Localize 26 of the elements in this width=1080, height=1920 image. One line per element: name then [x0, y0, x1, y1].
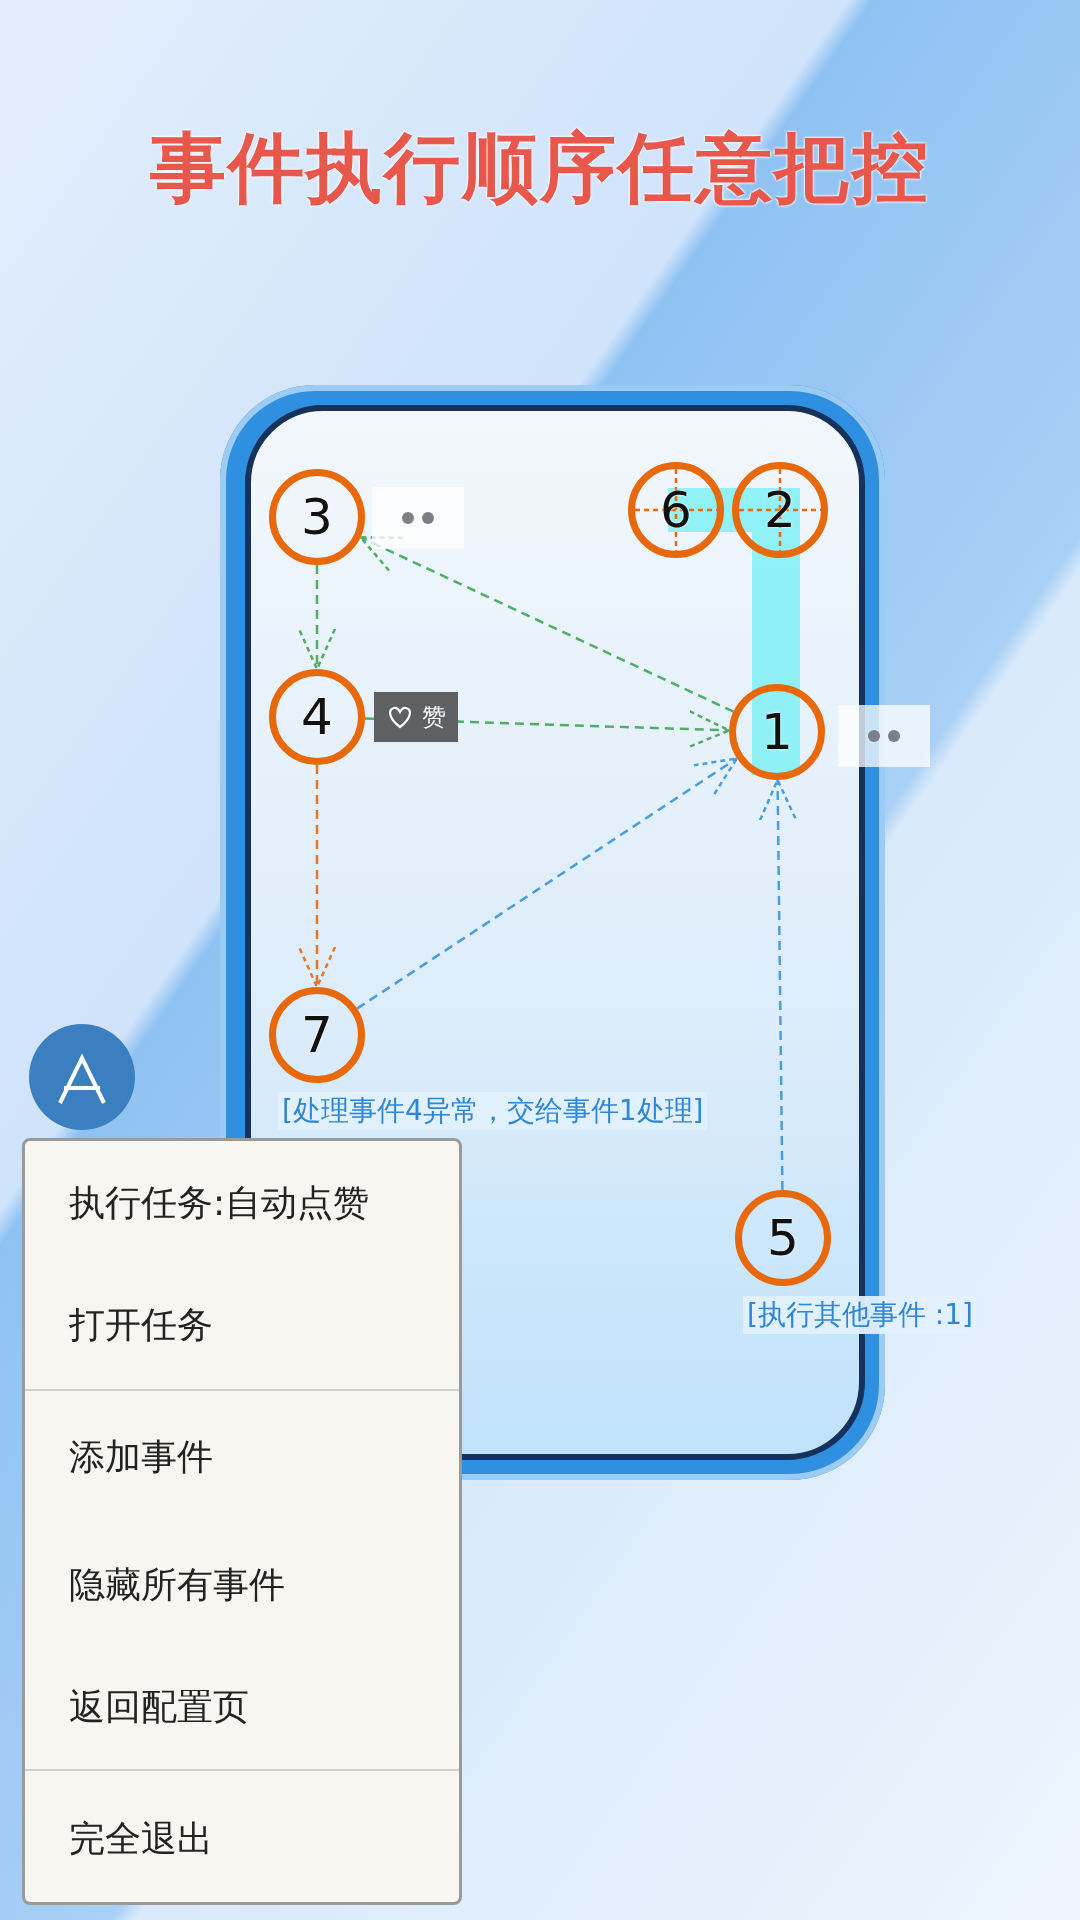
menu-item: 执行任务:自动点赞	[69, 1181, 370, 1225]
event-note: [处理事件4异常，交给事件1处理]	[278, 1092, 708, 1130]
event-marker	[269, 987, 365, 1083]
menu-item: 完全退出	[69, 1817, 213, 1861]
event-marker	[729, 684, 825, 780]
title: 事件执行顺序任意把控	[149, 122, 931, 214]
event-number: 4	[301, 688, 333, 746]
menu-item: 返回配置页	[69, 1685, 249, 1729]
arrow	[297, 565, 337, 671]
event-number: 1	[761, 703, 793, 761]
event-number: 3	[301, 488, 333, 546]
event-marker	[269, 669, 365, 765]
event-number: 6	[660, 481, 692, 539]
event-number: 7	[301, 1006, 333, 1064]
arrow	[297, 765, 337, 989]
arrow	[758, 778, 798, 1190]
event-marker	[735, 1190, 831, 1286]
arrow	[356, 757, 739, 1010]
like-button: 赞	[374, 692, 458, 742]
event-marker	[269, 469, 365, 565]
arrow	[359, 536, 735, 713]
menu-item: 打开任务	[69, 1303, 213, 1347]
event-number: 5	[767, 1209, 799, 1267]
menu-item: 隐藏所有事件	[69, 1563, 285, 1607]
event-marker	[628, 462, 724, 558]
menu-item: 添加事件	[69, 1435, 213, 1479]
